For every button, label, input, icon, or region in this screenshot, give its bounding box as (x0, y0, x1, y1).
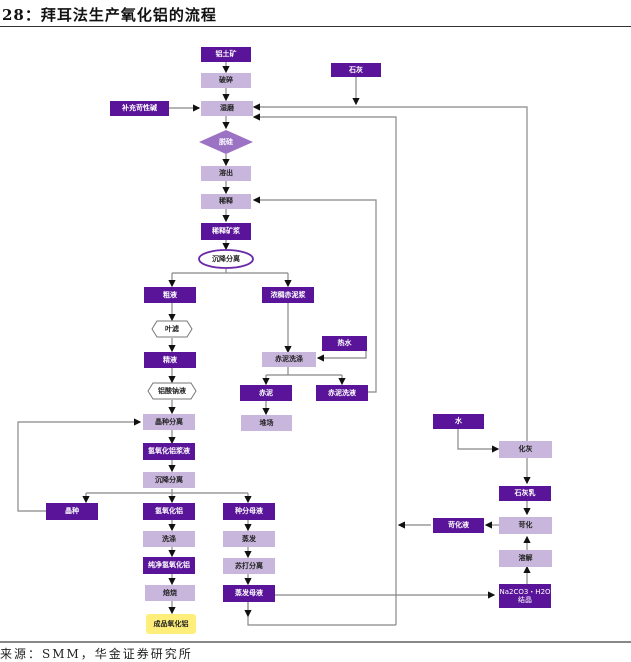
node-washing: 洗涤 (143, 531, 195, 547)
node-wet-grinding: 湿磨 (201, 101, 253, 116)
node-caustic: 补充苛性碱 (110, 101, 169, 116)
node-desilication: 脱硅 (219, 136, 233, 146)
node-evaporation: 蒸发 (223, 531, 275, 547)
node-slaking: 化灰 (499, 441, 552, 458)
node-alumina: 成品氧化铝 (146, 614, 196, 634)
node-digestion: 溶出 (201, 166, 251, 181)
node-pure-liquor: 精液 (144, 352, 196, 368)
node-lime-milk: 石灰乳 (499, 486, 551, 501)
node-lime: 石灰 (331, 63, 381, 77)
node-hydroxide-slurry: 氢氧化铝浆液 (143, 443, 195, 460)
settling-ellipse (198, 249, 254, 269)
node-hot-water: 热水 (322, 336, 367, 351)
node-leaf-filter: 叶滤 (165, 323, 179, 333)
node-causticized-liquor: 苛化液 (433, 518, 484, 533)
source-note: 来源：SMM，华金证券研究所 (0, 647, 193, 661)
top-rule (0, 26, 631, 27)
bottom-rule (0, 641, 631, 643)
node-evap-liquor: 蒸发母液 (223, 585, 275, 602)
node-causticization: 苛化 (499, 517, 552, 534)
node-pure-hydroxide: 纯净氢氧化铝 (143, 557, 195, 574)
node-diluted-slurry: 稀释矿浆 (201, 223, 251, 240)
node-bauxite: 铝土矿 (201, 47, 251, 62)
node-settling: 沉降分离 (212, 253, 240, 263)
node-soda-separation: 苏打分离 (223, 558, 275, 574)
node-crushing: 破碎 (201, 73, 251, 88)
desilication-diamond (199, 130, 253, 154)
node-thick-mud: 浓稠赤泥浆 (262, 287, 314, 303)
node-calcination: 焙烧 (145, 585, 195, 601)
node-mud-wash-liquor: 赤泥洗液 (316, 385, 368, 401)
node-crude-liquor: 粗液 (144, 287, 196, 303)
node-spent-liquor: 种分母液 (223, 503, 275, 520)
node-hydroxide: 氢氧化铝 (143, 503, 195, 520)
node-water: 水 (433, 414, 484, 429)
node-seed-separation: 晶种分离 (143, 414, 195, 430)
node-aluminate: 铝酸钠液 (158, 385, 186, 395)
figure-title: 28：拜耳法生产氧化铝的流程 (2, 6, 217, 24)
node-seed: 晶种 (46, 503, 98, 520)
node-soda-crystal: Na2CO3・H2O 结晶 (499, 584, 551, 608)
node-red-mud: 赤泥 (240, 385, 292, 401)
node-dilution: 稀释 (201, 194, 251, 209)
node-settling2: 沉降分离 (143, 472, 195, 488)
node-dissolution: 溶解 (499, 550, 552, 567)
node-yard: 堆场 (241, 415, 292, 431)
node-mud-washing: 赤泥洗涤 (262, 352, 316, 367)
